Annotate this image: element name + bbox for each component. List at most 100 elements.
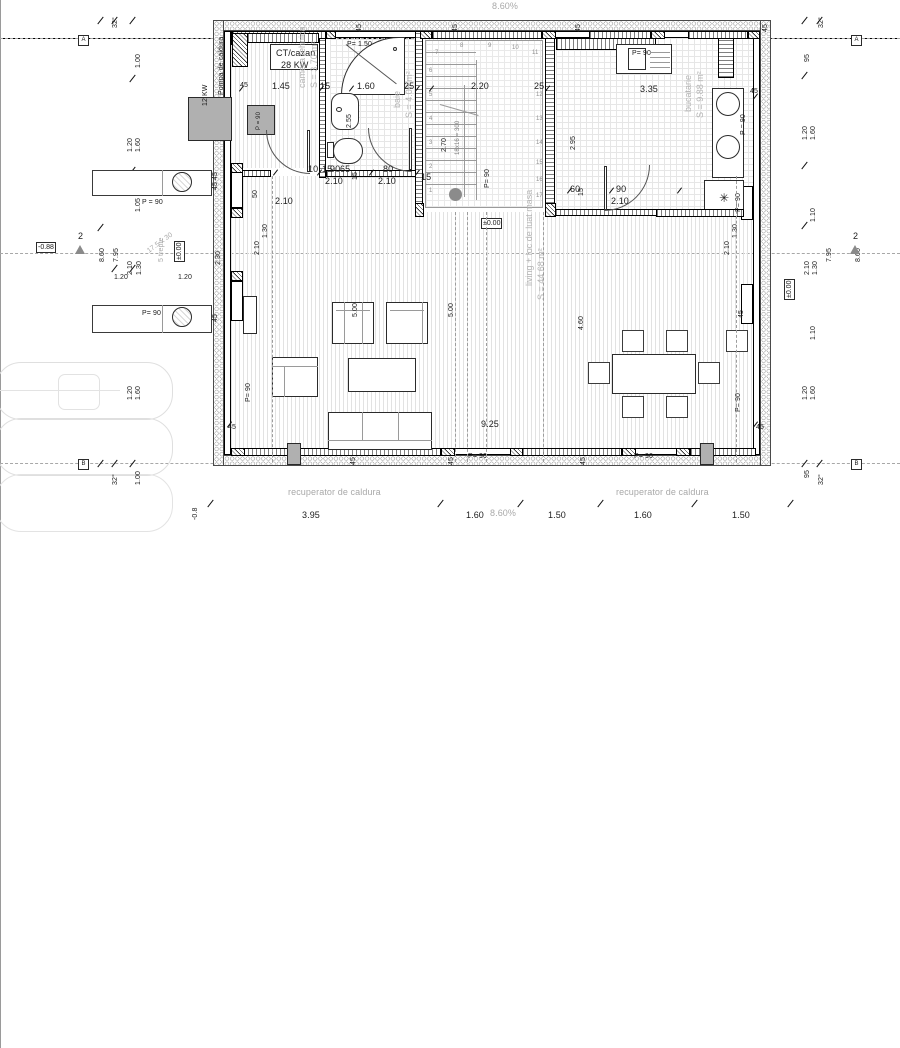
- dining-table: [612, 354, 696, 394]
- terrace-door-tag-upper: P = 90: [142, 199, 163, 206]
- room-label-kitchen: bucatarie: [683, 74, 693, 112]
- step-number: 12: [536, 92, 543, 98]
- dim-line-left-3: [0, 1000, 1, 1048]
- sofa-cushion-line-2: [398, 412, 399, 440]
- door-leaf-tech[interactable]: [307, 130, 310, 172]
- terrace-slab-lower-div: [162, 305, 163, 333]
- dim-tick: [801, 161, 808, 170]
- dim-90-tech: 90: [330, 164, 341, 174]
- step-number: 6: [429, 68, 433, 74]
- room-label-tech: camera tehnica: [297, 26, 307, 88]
- stair-riser-note: 18x16 = 300: [455, 120, 461, 155]
- dim-tick: [97, 16, 104, 25]
- heat-recovery-unit-left: [287, 443, 301, 465]
- dim-45-top-4: 45: [762, 24, 769, 32]
- dim-tick: [801, 221, 808, 230]
- stair-tread: [426, 52, 476, 53]
- room-area-living: S = 44.68 m²: [536, 248, 546, 300]
- section-tag-b-right: B: [851, 459, 862, 470]
- step-number: 7: [435, 50, 439, 56]
- dim-right-1-20-b: 1.20: [802, 385, 809, 400]
- shower-tag: P= 1.50: [347, 41, 373, 48]
- window-jamb-top-5: [748, 31, 760, 39]
- dim-80-bath: 80: [383, 164, 394, 174]
- door-leaf-bath[interactable]: [409, 128, 412, 170]
- dim-bottom-1-50-b: 1.50: [732, 510, 750, 520]
- dim-5-00-a: 5.00: [352, 302, 359, 317]
- dim-left-1-20-d: 1.20: [127, 385, 134, 400]
- stair-tread: [426, 136, 476, 137]
- dim-25-a: 25: [404, 81, 415, 91]
- dim-left-1-20-c: 1.20: [178, 274, 193, 281]
- window-jamb-bottom-5: [676, 448, 690, 456]
- dim-90-kitchen: 90: [616, 184, 627, 194]
- partition-wall-bath-hall: [415, 31, 423, 211]
- stair-stringer: [476, 60, 477, 200]
- bottom-window-tag-right: P= 90: [634, 453, 653, 460]
- window-top-2: [432, 31, 542, 39]
- bottom-window-tag-left: P= 90: [468, 453, 487, 460]
- window-jamb-bottom-3: [510, 448, 523, 456]
- heat-pump-unit: [188, 97, 232, 141]
- door-left-upper[interactable]: [231, 172, 243, 208]
- section-arrow-right: [850, 245, 860, 254]
- dim-45-top-2: 45: [452, 24, 459, 32]
- dim-45-dining-right: 45: [738, 310, 745, 318]
- tv-console: [243, 296, 257, 334]
- dim-9-25: 9.25: [481, 419, 499, 429]
- dim-45-left-terr-1: 45: [212, 182, 219, 190]
- dim-bottom-3-95: 3.95: [302, 510, 320, 520]
- dim-45-bottom-1: 45: [350, 457, 357, 465]
- dim-bottom-1-50: 1.50: [548, 510, 566, 520]
- dining-chair-bottom-1: [622, 396, 644, 418]
- side-armchair: [272, 357, 318, 397]
- room-area-tech: S = 3.70 m²: [309, 41, 319, 88]
- dim-tick: [207, 499, 214, 508]
- dim-3-35: 3.35: [640, 84, 658, 94]
- door-left-lower[interactable]: [231, 281, 243, 321]
- floor-texture-living-upper-left: [231, 176, 421, 212]
- dim-2-10-bath: 2.10: [378, 176, 396, 186]
- door-leaf-kitchen[interactable]: [604, 166, 607, 210]
- dim-right-1-30: 1.30: [812, 260, 819, 275]
- side-armchair-arm: [284, 366, 285, 397]
- stair-tread: [426, 88, 476, 89]
- elevation-marker-ground-3: ±0.00: [784, 278, 795, 300]
- dim-tick: [129, 74, 136, 83]
- elev-minus-08-bottom: -0.8: [192, 507, 199, 520]
- dim-tick: [97, 223, 104, 232]
- window-jamb-top-4: [651, 31, 665, 39]
- dim-45-tech-left: 45: [240, 82, 248, 89]
- dim-2-10-tech-l: 2.10: [275, 196, 293, 206]
- window-jamb-bottom-1: [231, 448, 245, 456]
- dim-45-tech: 45: [212, 172, 219, 180]
- dim-10-bath: 10: [308, 164, 319, 174]
- partition-wall-hall-kitchen: [545, 31, 555, 216]
- dim-left-1-30: 1.30: [136, 260, 143, 275]
- car-hood-line-1: [0, 390, 120, 391]
- dim-left-1-20-b: 1.20: [114, 274, 129, 281]
- dim-45-kitchen-right: 45: [750, 88, 758, 95]
- section-line-b: [467, 212, 468, 462]
- armchair-left: [332, 302, 374, 344]
- terrace-slab-lower: [92, 305, 212, 333]
- window-jamb-bottom-4: [622, 448, 636, 456]
- room-label-living: living + loc de luat masa: [524, 189, 534, 286]
- step-number: 15: [536, 160, 543, 166]
- dim-left-angle-b: 32°: [112, 474, 119, 485]
- door-right-lower[interactable]: [741, 284, 753, 324]
- step-number: 9: [488, 43, 492, 49]
- kitchen-base-cab-bottom: [656, 209, 744, 217]
- stair-tread: [426, 172, 476, 173]
- stair-tread: [426, 184, 476, 185]
- tech-room-equipment-box: [247, 105, 275, 135]
- dim-tick: [129, 16, 136, 25]
- stair-tread: [426, 112, 476, 113]
- tech-door-tag: P = 90: [256, 111, 262, 130]
- dim-15-bath-c: 15: [352, 172, 359, 180]
- armchair-right-back: [390, 310, 424, 311]
- dim-2-10-tech: 2.10: [325, 176, 343, 186]
- dim-25-b: 25: [534, 81, 545, 91]
- dim-2-10-right-l: 2.10: [724, 240, 731, 255]
- room-label-bath: baie: [392, 90, 402, 108]
